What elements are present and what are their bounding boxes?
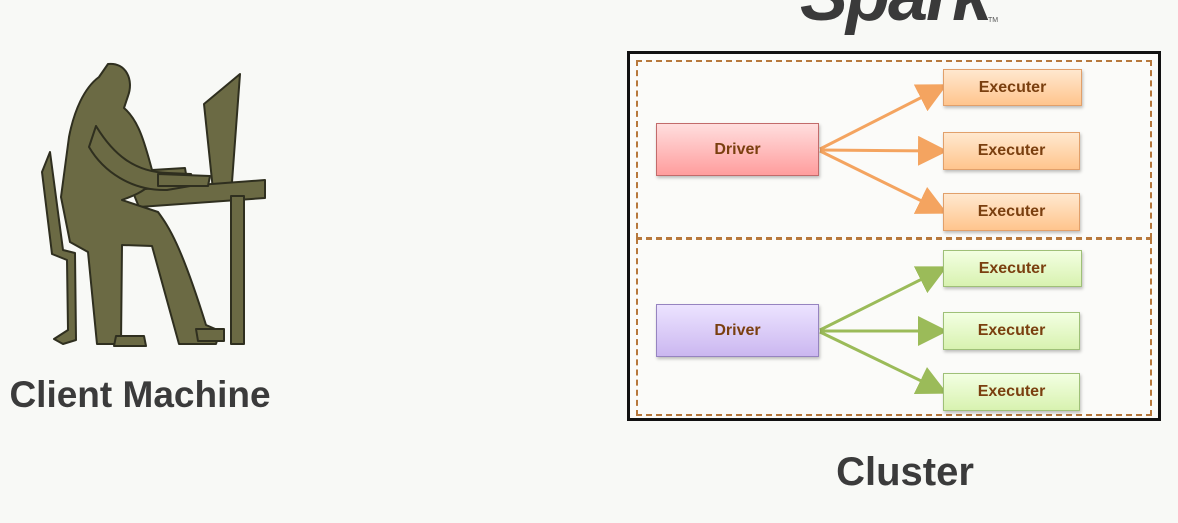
executor-node-top-2: Executer [943, 132, 1080, 170]
executor-node-bottom-3: Executer [943, 373, 1080, 411]
executor-node-top-3: Executer [943, 193, 1080, 231]
driver-node-top: Driver [656, 123, 819, 176]
spark-logo: Spark [800, 0, 992, 32]
spark-trademark: TM [988, 17, 999, 24]
executor-node-bottom-2: Executer [943, 312, 1080, 350]
executor-node-bottom-1: Executer [943, 250, 1082, 287]
cluster-group-bottom [636, 238, 1152, 416]
driver-node-bottom: Driver [656, 304, 819, 357]
client-machine-label: Client Machine [9, 374, 271, 415]
person-at-computer-icon [41, 62, 266, 347]
cluster-label: Cluster [836, 450, 974, 494]
executor-node-top-1: Executer [943, 69, 1082, 106]
